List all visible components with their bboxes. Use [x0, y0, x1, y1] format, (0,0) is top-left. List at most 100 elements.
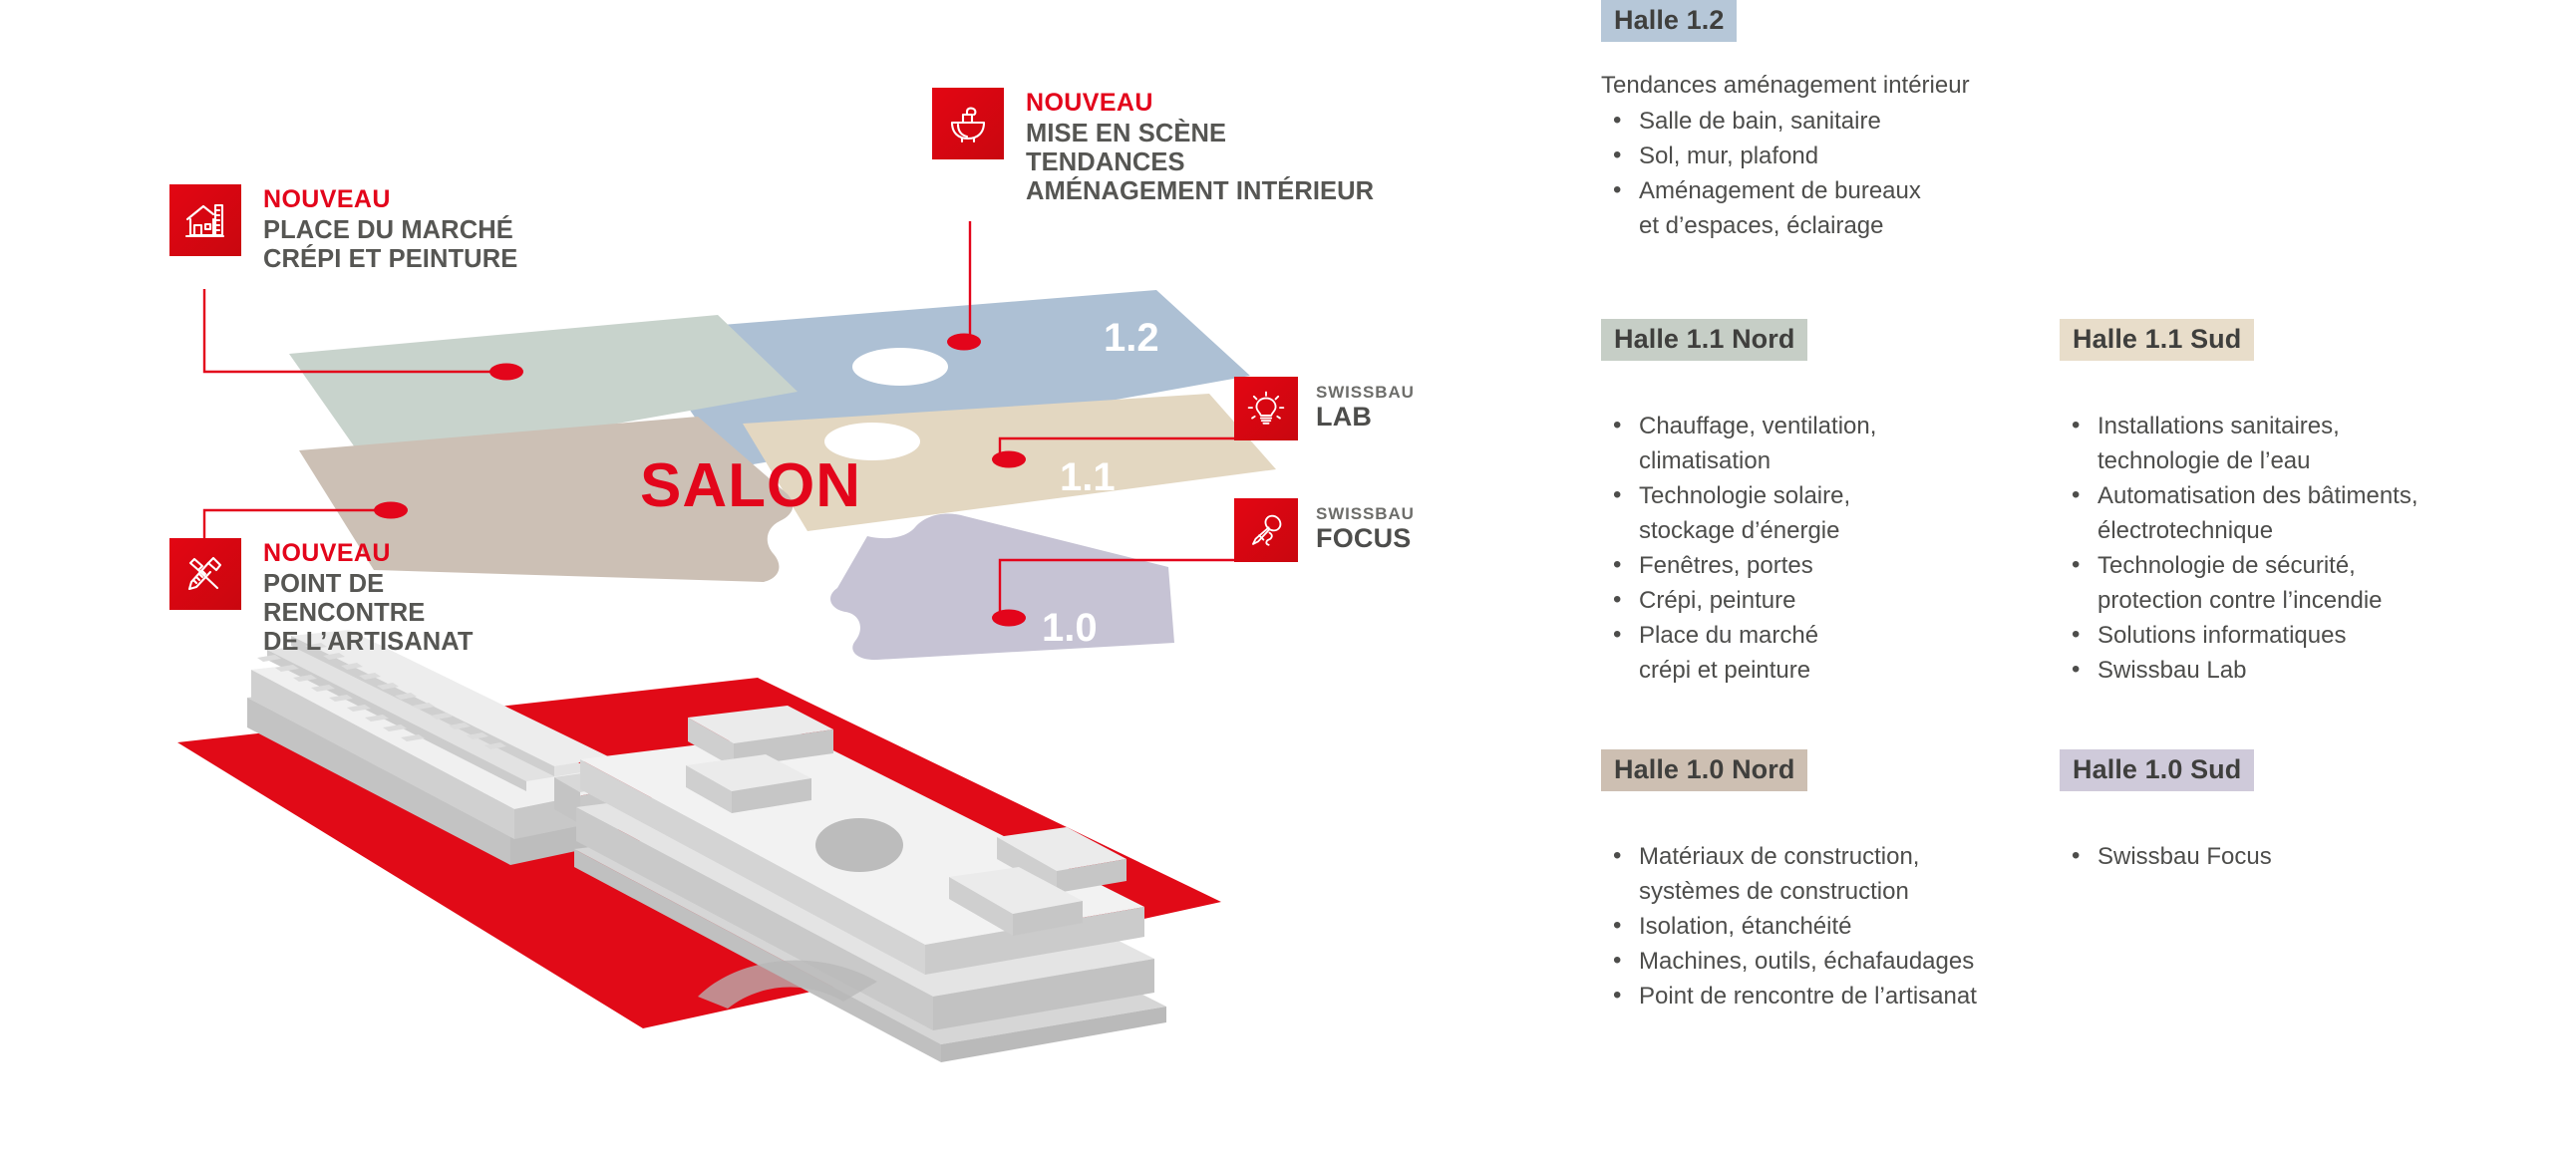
list-item: • Technologie solaire, stockage d’énergie — [1601, 478, 2070, 548]
callout-line-1: PLACE DU MARCHÉ — [263, 216, 513, 244]
section-halle-1-0-sud: Halle 1.0 Sud •Swissbau Focus — [2060, 749, 2528, 874]
bullet-glyph: • — [1613, 107, 1622, 135]
callout-line-1: POINT DE — [263, 570, 385, 598]
plate-label-1-1: 1.1 — [1060, 455, 1116, 499]
brand-big-label: LAB — [1316, 401, 1373, 432]
item-line-1: Solutions informatiques — [2097, 622, 2347, 650]
section-list: •Installations sanitaires,technologie de… — [2060, 409, 2558, 688]
building-model — [247, 630, 1166, 1062]
callout-tag: NOUVEAU — [263, 539, 391, 567]
bullet-glyph: • — [1613, 842, 1622, 870]
item-line-1: Aménagement de bureaux — [1639, 177, 1921, 205]
hall-diagram-svg: 1.2 1.1 1.0 SALON — [177, 221, 1276, 1062]
brand-big-label: FOCUS — [1316, 522, 1412, 553]
list-item: • Salle de bain, sanitaire — [1601, 104, 2070, 139]
callout-line-3: AMÉNAGEMENT INTÉRIEUR — [1026, 176, 1375, 205]
callout-mise-en-scene[interactable]: NOUVEAU MISE EN SCÈNE TENDANCES AMÉNAGEM… — [932, 88, 1374, 205]
item-line-1: Swissbau Focus — [2097, 843, 2272, 871]
list-item: •Point de rencontre de l’artisanat — [1601, 979, 2070, 1013]
item-line-2: protection contre l’incendie — [2097, 587, 2383, 615]
list-item: •Matériaux de construction,systèmes de c… — [1601, 839, 2070, 909]
section-list: • Chauffage, ventilation, climatisation • T… — [1601, 409, 2070, 688]
bullet-glyph: • — [2072, 656, 2081, 684]
section-badge: Halle 1.0 Sud — [2060, 749, 2255, 792]
section-list: •Swissbau Focus — [2060, 839, 2528, 874]
section-badge: Halle 1.2 — [1601, 0, 1738, 43]
list-item: •Swissbau Focus — [2060, 839, 2528, 874]
callout-text: NOUVEAU MISE EN SCÈNE TENDANCES AMÉNAGEM… — [1026, 88, 1374, 205]
section-badge: Halle 1.1 Nord — [1601, 319, 1808, 362]
bullet-glyph: • — [1613, 142, 1622, 169]
washbasin-icon — [932, 88, 1004, 159]
bullet-glyph: • — [1613, 912, 1622, 940]
list-item: • Sol, mur, plafond — [1601, 139, 2070, 173]
item-line-1: Isolation, étanchéité — [1639, 913, 1852, 941]
section-halle-1-2: Halle 1.2 Tendances aménagement intérieu… — [1601, 0, 2070, 243]
callout-line-1: MISE EN SCÈNE — [1026, 120, 1227, 147]
item-line-2: stockage d’énergie — [1639, 517, 1840, 545]
item-line-2: climatisation — [1639, 447, 1771, 475]
plate-label-1-2: 1.2 — [1104, 316, 1159, 360]
salon-label: SALON — [640, 451, 861, 520]
section-halle-1-1-sud: Halle 1.1 Sud •Installations sanitaires,… — [2060, 319, 2558, 688]
list-item: • Swissbau Lab — [2060, 653, 2558, 688]
list-item: • Chauffage, ventilation, climatisation — [1601, 409, 2070, 478]
callout-tag: NOUVEAU — [263, 185, 391, 213]
halls-info-panel: Halle 1.2 Tendances aménagement intérieu… — [1555, 0, 2576, 1156]
section-badge: Halle 1.0 Nord — [1601, 749, 1808, 792]
item-line-1: Technologie solaire, — [1639, 482, 1851, 510]
item-line-1: Installations sanitaires, — [2097, 413, 2340, 440]
bullet-glyph: • — [1613, 947, 1622, 975]
callout-text: NOUVEAU POINT DE RENCONTRE DE L’ARTISANA… — [263, 538, 474, 656]
callout-point-de-rencontre[interactable]: NOUVEAU POINT DE RENCONTRE DE L’ARTISANA… — [169, 538, 474, 656]
section-badge: Halle 1.1 Sud — [2060, 319, 2255, 362]
item-line-1: Chauffage, ventilation, — [1639, 413, 1877, 440]
item-line-2: systèmes de construction — [1639, 878, 1909, 906]
list-item: •Fenêtres, portes — [1601, 548, 2070, 583]
section-halle-1-0-nord: Halle 1.0 Nord •Matériaux de constructio… — [1601, 749, 2070, 1013]
bullet-glyph: • — [2072, 481, 2081, 509]
callout-text: SWISSBAU LAB — [1316, 377, 1415, 432]
item-line-1: Place du marché — [1639, 622, 1819, 650]
callout-swissbau-lab[interactable]: SWISSBAU LAB — [1234, 377, 1415, 440]
plate-green — [289, 315, 798, 467]
bullet-glyph: • — [1613, 621, 1622, 649]
plate-taupe — [299, 417, 794, 582]
item-line-1: Point de rencontre de l’artisanat — [1639, 983, 1977, 1011]
tools-icon — [169, 538, 241, 610]
callout-text: SWISSBAU FOCUS — [1316, 498, 1415, 553]
list-item: •Machines, outils, échafaudages — [1601, 944, 2070, 979]
item-line-1: Sol, mur, plafond — [1639, 143, 1819, 170]
list-item: • Technologie de sécurité, protection cont… — [2060, 548, 2558, 618]
list-item: •Automatisation des bâtiments,électrotec… — [2060, 478, 2558, 548]
microphone-icon — [1234, 498, 1298, 562]
bullet-glyph: • — [1613, 412, 1622, 439]
callout-line-3: DE L’ARTISANAT — [263, 627, 474, 656]
callout-tag: NOUVEAU — [1026, 89, 1153, 117]
callout-swissbau-focus[interactable]: SWISSBAU FOCUS — [1234, 498, 1415, 562]
callout-text: NOUVEAU PLACE DU MARCHÉ CRÉPI ET PEINTUR… — [263, 184, 517, 274]
hall-diagram: 1.2 1.1 1.0 SALON — [169, 88, 1415, 1062]
brand-top-label: SWISSBAU — [1316, 504, 1415, 523]
list-item: • Isolation, étanchéité — [1601, 909, 2070, 944]
bullet-glyph: • — [2072, 551, 2081, 579]
item-line-1: Swissbau Lab — [2097, 657, 2247, 685]
callout-place-du-marche[interactable]: NOUVEAU PLACE DU MARCHÉ CRÉPI ET PEINTUR… — [169, 184, 517, 274]
section-list: •Matériaux de construction,systèmes de c… — [1601, 839, 2070, 1013]
item-line-1: Salle de bain, sanitaire — [1639, 108, 1881, 136]
item-line-1: Crépi, peinture — [1639, 587, 1796, 615]
bullet-glyph: • — [1613, 481, 1622, 509]
section-intro: Tendances aménagement intérieur — [1601, 72, 1970, 100]
callout-line-2: CRÉPI ET PEINTURE — [263, 244, 518, 273]
house-ruler-icon — [169, 184, 241, 256]
list-item: •Installations sanitaires,technologie de… — [2060, 409, 2558, 478]
bullet-glyph: • — [2072, 621, 2081, 649]
brand-top-label: SWISSBAU — [1316, 383, 1415, 402]
item-line-1: Automatisation des bâtiments, — [2097, 482, 2418, 510]
bullet-glyph: • — [1613, 551, 1622, 579]
section-list: • Salle de bain, sanitaire • Sol, mur, pla… — [1601, 104, 2070, 243]
list-item: •Crépi, peinture — [1601, 583, 2070, 618]
item-line-1: Technologie de sécurité, — [2097, 552, 2356, 580]
plate-1-0: 1.0 — [830, 513, 1174, 661]
